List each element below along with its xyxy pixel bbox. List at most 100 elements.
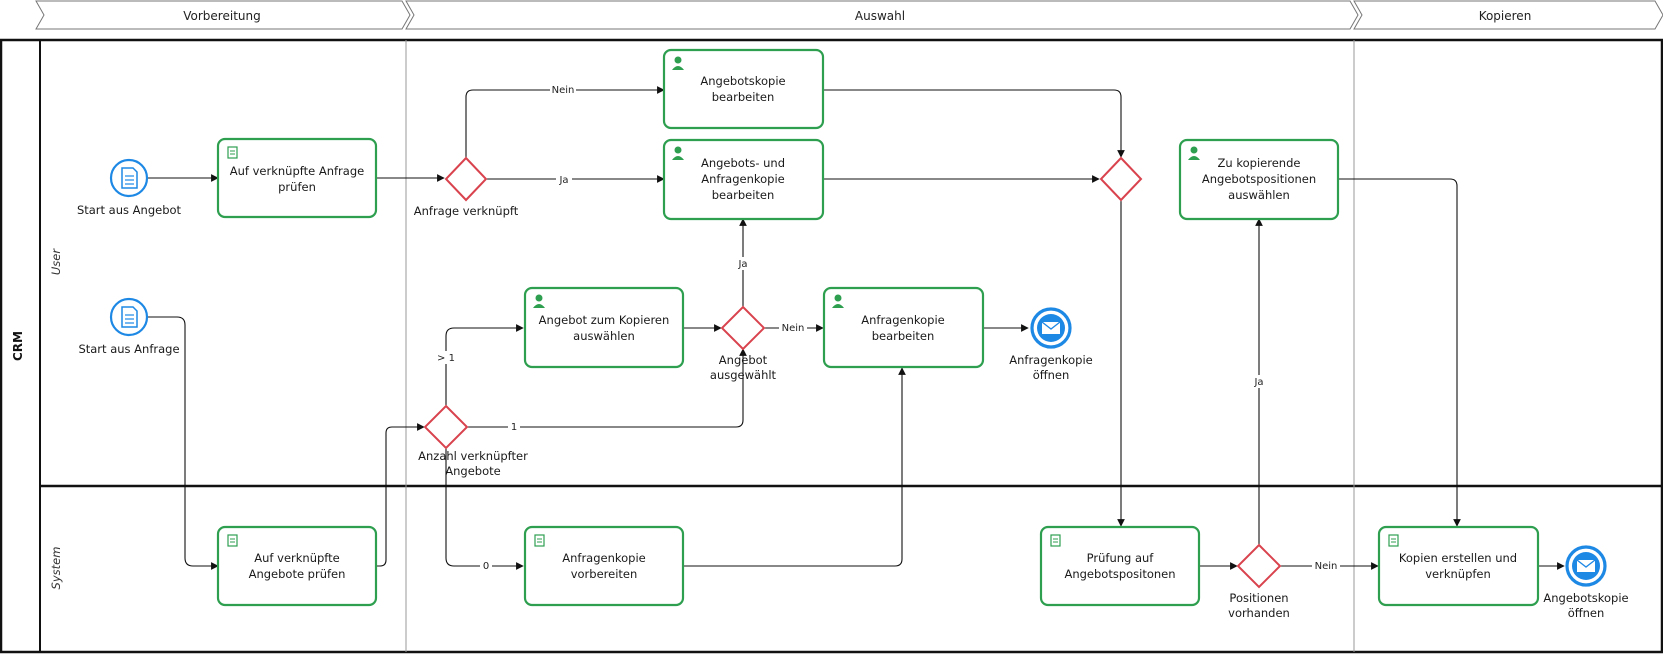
task-label: Prüfung auf (1087, 551, 1155, 565)
phase-auswahl (405, 0, 1359, 30)
phase-label-kopieren: Kopieren (1479, 9, 1532, 23)
edge-label-ja-up: Ja (737, 259, 747, 270)
phase-kopieren (1353, 0, 1663, 30)
task-label: Angebots- und (701, 156, 785, 170)
task-label: Angebot zum Kopieren (539, 313, 670, 327)
user-icon (533, 294, 545, 308)
flow-edge (467, 348, 747, 428)
task-kopien-erstellen[interactable]: Kopien erstellen und verknüpfen (1377, 525, 1540, 607)
script-icon (227, 146, 238, 159)
flow-edge (445, 324, 524, 406)
start-event-angebot[interactable]: Start aus Angebot (77, 158, 182, 217)
phase-label-vorbereitung: Vorbereitung (183, 9, 260, 23)
task-angebotskopie-bearbeiten[interactable]: Angebotskopie bearbeiten (662, 48, 825, 130)
task-label: Anfragenkopie (861, 313, 945, 327)
gateway-positionen-vorhanden[interactable]: Positionen vorhanden (1228, 543, 1290, 620)
event-label: Angebotskopie (1543, 591, 1628, 605)
edge-label-nein-right: Nein (782, 323, 805, 334)
edge-labels: Nein Ja > 1 1 0 Ja Nein Ja Nein (434, 83, 1340, 572)
event-label: Start aus Anfrage (78, 342, 179, 356)
task-label: prüfen (278, 180, 316, 194)
task-angebote-pruefen[interactable]: Auf verknüpfte Angebote prüfen (216, 525, 378, 607)
task-label: auswählen (1228, 188, 1290, 202)
task-anfragenkopie-bearbeiten[interactable]: Anfragenkopie bearbeiten (822, 286, 985, 369)
task-label: Anfragenkopie (562, 551, 646, 565)
flow-edge (146, 316, 219, 570)
task-label: Angebote prüfen (249, 567, 346, 581)
gateway-label: Angebot (719, 353, 768, 367)
gateway-label: Anzahl verknüpfter (418, 449, 528, 463)
phase-label-auswahl: Auswahl (855, 9, 905, 23)
script-icon (1388, 534, 1399, 547)
lane-label-system: System (49, 547, 63, 590)
event-label: Anfragenkopie (1009, 353, 1093, 367)
envelope-icon (1041, 321, 1061, 334)
task-label: bearbeiten (712, 90, 775, 104)
task-label: bearbeiten (872, 329, 935, 343)
task-angebots-und-anfragenkopie[interactable]: Angebots- und Anfragenkopie bearbeiten (662, 138, 825, 221)
task-anfrage-pruefen[interactable]: Auf verknüpfte Anfrage prüfen (216, 137, 378, 219)
edge-label-one: 1 (511, 422, 517, 433)
task-label: Kopien erstellen und (1399, 551, 1517, 565)
gateway-anzahl-verknuepfter[interactable]: Anzahl verknüpfter Angebote (418, 404, 528, 478)
gateway-label: Positionen (1229, 591, 1288, 605)
edge-label-nein-pos: Nein (1315, 561, 1338, 572)
edge-label-nein: Nein (552, 85, 575, 96)
task-label: Angebotskopie (700, 74, 785, 88)
task-label: Auf verknüpfte Anfrage (230, 164, 364, 178)
gateway-join[interactable] (1099, 156, 1143, 202)
flow-edge (445, 448, 524, 570)
flow-edge (465, 86, 665, 158)
pool-label: CRM (11, 331, 25, 361)
gateway-anfrage-verknuepft[interactable]: Anfrage verknüpft (414, 156, 519, 218)
flow-edge (1338, 178, 1461, 527)
end-event-anfragenkopie[interactable]: Anfragenkopie öffnen (1009, 307, 1093, 382)
document-icon (121, 306, 138, 328)
event-label: öffnen (1033, 368, 1070, 382)
task-label: Auf verknüpfte (254, 551, 339, 565)
gateway-label: vorhanden (1228, 606, 1290, 620)
pool-border (0, 38, 1663, 654)
event-label: öffnen (1568, 606, 1605, 620)
task-label: vorbereiten (571, 567, 638, 581)
phase-header: Vorbereitung Auswahl Kopieren (35, 0, 1663, 30)
script-icon (1050, 534, 1061, 547)
gateway-label: Anfrage verknüpft (414, 204, 519, 218)
task-positionen-auswaehlen[interactable]: Zu kopierende Angebotspositionen auswähl… (1178, 138, 1340, 221)
gateway-label: Angebote (445, 464, 500, 478)
flow-edge (823, 89, 1125, 158)
user-icon (1188, 146, 1200, 160)
edge-label-gt1: > 1 (437, 353, 455, 364)
flow-edge (376, 423, 425, 567)
user-icon (672, 56, 684, 70)
task-label: bearbeiten (712, 188, 775, 202)
document-icon (121, 167, 138, 189)
end-event-angebotskopie[interactable]: Angebotskopie öffnen (1543, 545, 1629, 620)
script-icon (227, 534, 238, 547)
gateway-label: ausgewählt (710, 368, 777, 382)
task-label: Anfragenkopie (701, 172, 785, 186)
edge-label-ja: Ja (558, 175, 568, 186)
task-pruefung-angebotspositionen[interactable]: Prüfung auf Angebotspositonen (1039, 525, 1201, 607)
envelope-icon (1576, 559, 1596, 572)
task-label: Angebotspositonen (1064, 567, 1175, 581)
task-label: Zu kopierende (1218, 156, 1301, 170)
task-label: auswählen (573, 329, 635, 343)
event-label: Start aus Angebot (77, 203, 182, 217)
task-label: Angebotspositionen (1202, 172, 1316, 186)
task-label: verknüpfen (1425, 567, 1491, 581)
edge-label-zero: 0 (483, 561, 489, 572)
task-anfragenkopie-vorbereiten[interactable]: Anfragenkopie vorbereiten (523, 525, 685, 607)
gateway-angebot-ausgewaehlt[interactable]: Angebot ausgewählt (710, 305, 777, 382)
flow-edge (683, 367, 906, 567)
lane-label-user: User (49, 248, 63, 275)
edge-label-ja-pos: Ja (1253, 377, 1263, 388)
task-angebot-auswaehlen[interactable]: Angebot zum Kopieren auswählen (523, 286, 685, 369)
user-icon (672, 146, 684, 160)
user-icon (832, 294, 844, 308)
script-icon (534, 534, 545, 547)
pool: CRM User System (0, 38, 1663, 654)
phase-vorbereitung (35, 0, 411, 30)
start-event-anfrage[interactable]: Start aus Anfrage (78, 297, 180, 356)
